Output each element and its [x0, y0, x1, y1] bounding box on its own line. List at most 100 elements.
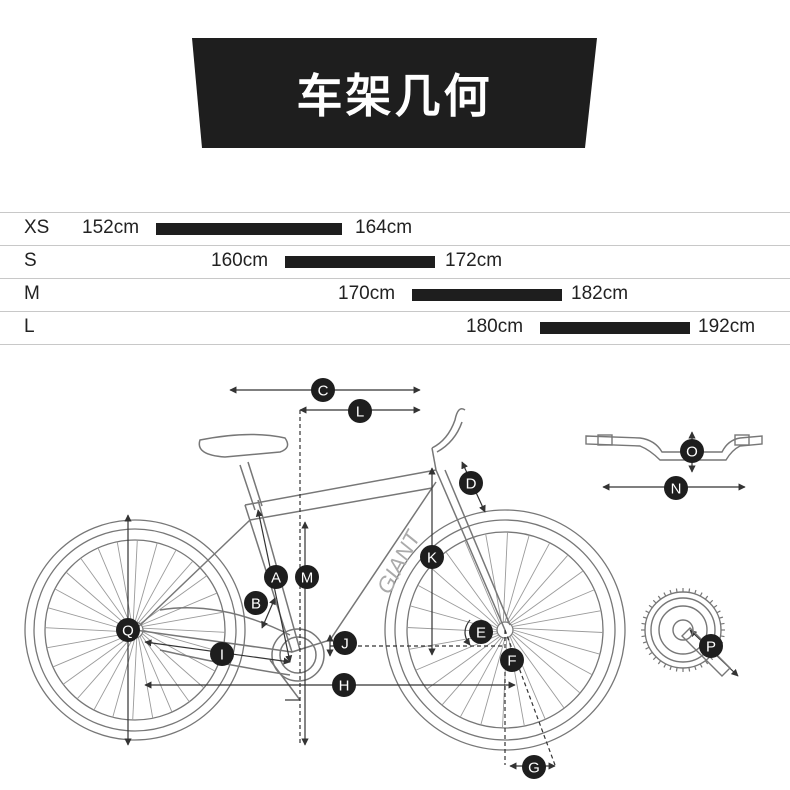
chainring-tooth — [688, 667, 691, 672]
badge-b: B — [244, 591, 268, 615]
chainring-tooth — [663, 663, 667, 668]
spoke — [138, 637, 154, 719]
range-bar — [156, 223, 342, 235]
range-bar — [540, 322, 690, 334]
range-min: 160cm — [211, 250, 269, 271]
range-bar — [285, 256, 435, 268]
chainring-tooth — [694, 665, 697, 671]
spoke — [141, 592, 218, 626]
bike-frame — [134, 408, 511, 701]
spoke — [441, 636, 502, 706]
chainring-tooth — [675, 588, 678, 593]
size-table: XS 152cm 164cm S 160cm 172cm M 170cm 182… — [0, 212, 790, 345]
spoke — [54, 588, 128, 629]
chainring-tooth — [669, 665, 672, 671]
badge-a: A — [264, 565, 288, 589]
svg-text:K: K — [427, 550, 437, 567]
page-title: 车架几何 — [296, 69, 493, 123]
size-row-l: L 180cm 192cm — [0, 311, 790, 345]
chainring-tooth — [657, 595, 662, 600]
spoke — [512, 627, 603, 633]
svg-text:F: F — [507, 653, 516, 670]
frame-brand: GIANT — [372, 525, 426, 597]
badge-e: E — [469, 620, 493, 644]
chainring-tooth — [663, 592, 667, 597]
chainring-tooth — [641, 622, 646, 625]
spoke — [138, 560, 194, 624]
size-row-s: S 160cm 172cm — [0, 245, 790, 278]
chainring-tooth — [699, 592, 703, 597]
spoke — [142, 611, 224, 627]
svg-text:B: B — [251, 596, 261, 613]
spoke — [480, 637, 506, 726]
spoke — [485, 533, 502, 623]
spoke — [132, 637, 138, 720]
spoke — [429, 566, 499, 627]
range-max: 164cm — [355, 217, 413, 238]
chainring-tooth — [699, 663, 703, 668]
chainring-tooth — [657, 660, 662, 665]
badge-p: P — [699, 634, 723, 658]
badge-g: G — [522, 755, 546, 779]
chainring-tooth — [648, 604, 653, 609]
spoke — [512, 610, 602, 627]
spoke — [426, 635, 501, 690]
svg-text:N: N — [671, 481, 682, 498]
measurement-lines — [124, 386, 746, 770]
spoke — [445, 551, 500, 626]
badge-l: L — [348, 399, 372, 423]
badge-i: I — [210, 642, 234, 666]
badge-h: H — [332, 673, 356, 697]
chainring-tooth — [652, 599, 657, 604]
range-max: 172cm — [445, 250, 503, 271]
spoke — [511, 589, 595, 626]
spoke — [512, 629, 601, 655]
spoke — [502, 532, 508, 623]
spoke — [506, 542, 551, 623]
chainring-tooth — [709, 599, 714, 604]
svg-text:C: C — [318, 383, 329, 400]
handlebar-detail — [585, 434, 763, 461]
spoke — [459, 637, 504, 718]
badge-c: C — [311, 378, 335, 402]
svg-text:H: H — [339, 678, 350, 695]
chainring-tooth — [718, 616, 724, 619]
size-row-xs: XS 152cm 164cm — [0, 212, 790, 245]
spoke — [76, 636, 132, 700]
badge-n: N — [664, 476, 688, 500]
chainring-tooth — [641, 635, 646, 638]
rear-wheel — [24, 519, 246, 741]
banner-background — [192, 38, 597, 148]
badge-j: J — [333, 631, 357, 655]
spoke — [508, 554, 569, 624]
spoke — [134, 542, 158, 623]
svg-text:G: G — [528, 760, 540, 777]
size-label: L — [24, 316, 35, 337]
badge-q: Q — [116, 618, 140, 642]
svg-text:L: L — [356, 404, 364, 421]
spoke — [45, 627, 128, 633]
spoke — [136, 549, 177, 623]
chainring-tooth — [694, 589, 697, 595]
chainring-tooth — [704, 595, 709, 600]
spoke — [65, 571, 129, 627]
chainring-tooth — [652, 656, 657, 661]
spoke — [142, 627, 225, 633]
chainring-tooth — [669, 589, 672, 595]
range-max: 182cm — [571, 283, 629, 304]
spoke — [52, 634, 129, 668]
chainring-tooth — [648, 651, 653, 656]
svg-text:M: M — [301, 570, 314, 587]
range-min: 152cm — [82, 217, 140, 238]
chainring-tooth — [704, 660, 709, 665]
spoke — [62, 635, 131, 685]
spoke — [139, 575, 208, 625]
spoke — [46, 633, 128, 649]
size-label: S — [24, 250, 37, 271]
range-min: 170cm — [338, 283, 396, 304]
badge-k: K — [420, 545, 444, 569]
range-max: 192cm — [698, 316, 756, 337]
badge-f: F — [500, 648, 524, 672]
spoke — [511, 633, 581, 694]
